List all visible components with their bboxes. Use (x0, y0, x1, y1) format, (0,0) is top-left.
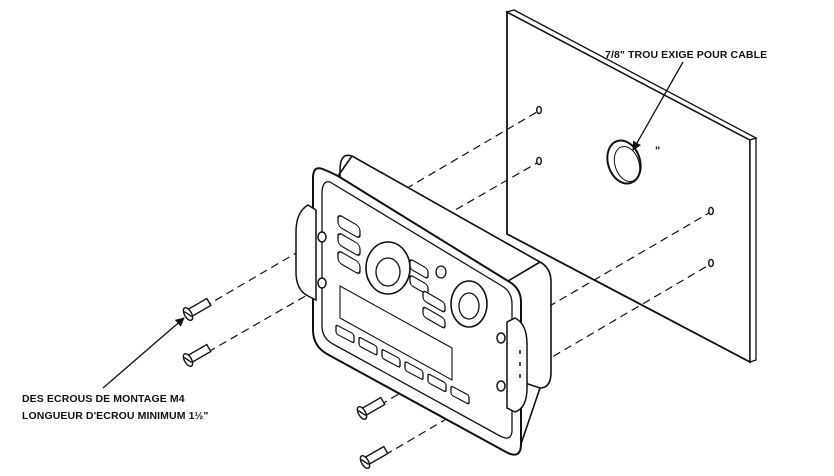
display-window (339, 285, 453, 381)
cable-hole-label: 7/8" TROU EXIGE POUR CABLE (605, 49, 768, 61)
preset-button (427, 373, 447, 393)
preset-button (358, 336, 378, 356)
preset-button (381, 349, 401, 368)
mounting-screws-label: DES ECROUS DE MONTAGE M4 (22, 393, 185, 405)
panel-mounting-holes (536, 105, 715, 268)
inch-mark: " (655, 145, 661, 157)
control-button (337, 215, 361, 238)
mounting-screws (182, 297, 389, 470)
screw-3 (356, 396, 386, 421)
control-button (409, 259, 429, 279)
right-mounting-bracket (496, 317, 528, 413)
panel-hole-top-left (536, 105, 543, 115)
panel-hole-mid-left (536, 156, 543, 166)
mounting-panel (505, 9, 758, 364)
display-unit (312, 154, 552, 456)
preset-button (404, 361, 424, 380)
screw-length-label: LONGUEUR D'ECROU MINIMUM 1½" (22, 410, 209, 422)
cable-hole-leader (632, 61, 684, 151)
volume-knob-inner (458, 292, 480, 320)
preset-button (450, 385, 470, 405)
control-button (337, 233, 361, 256)
preset-button (335, 324, 355, 344)
screw-1 (182, 297, 212, 322)
small-knob (435, 265, 447, 279)
control-button (422, 306, 446, 329)
cable-hole (606, 139, 642, 185)
panel-hole-top-right (708, 206, 715, 216)
screws-leader (102, 317, 185, 389)
front-controls (335, 215, 488, 405)
control-button (409, 275, 429, 295)
screw-4 (359, 445, 389, 470)
control-button (337, 251, 361, 274)
panel-hole-bottom-right (708, 258, 715, 268)
left-mounting-bracket (295, 204, 327, 302)
screw-2 (182, 343, 212, 368)
rotary-knob-center (375, 257, 401, 287)
unit-face (321, 181, 513, 439)
control-button (422, 290, 446, 313)
